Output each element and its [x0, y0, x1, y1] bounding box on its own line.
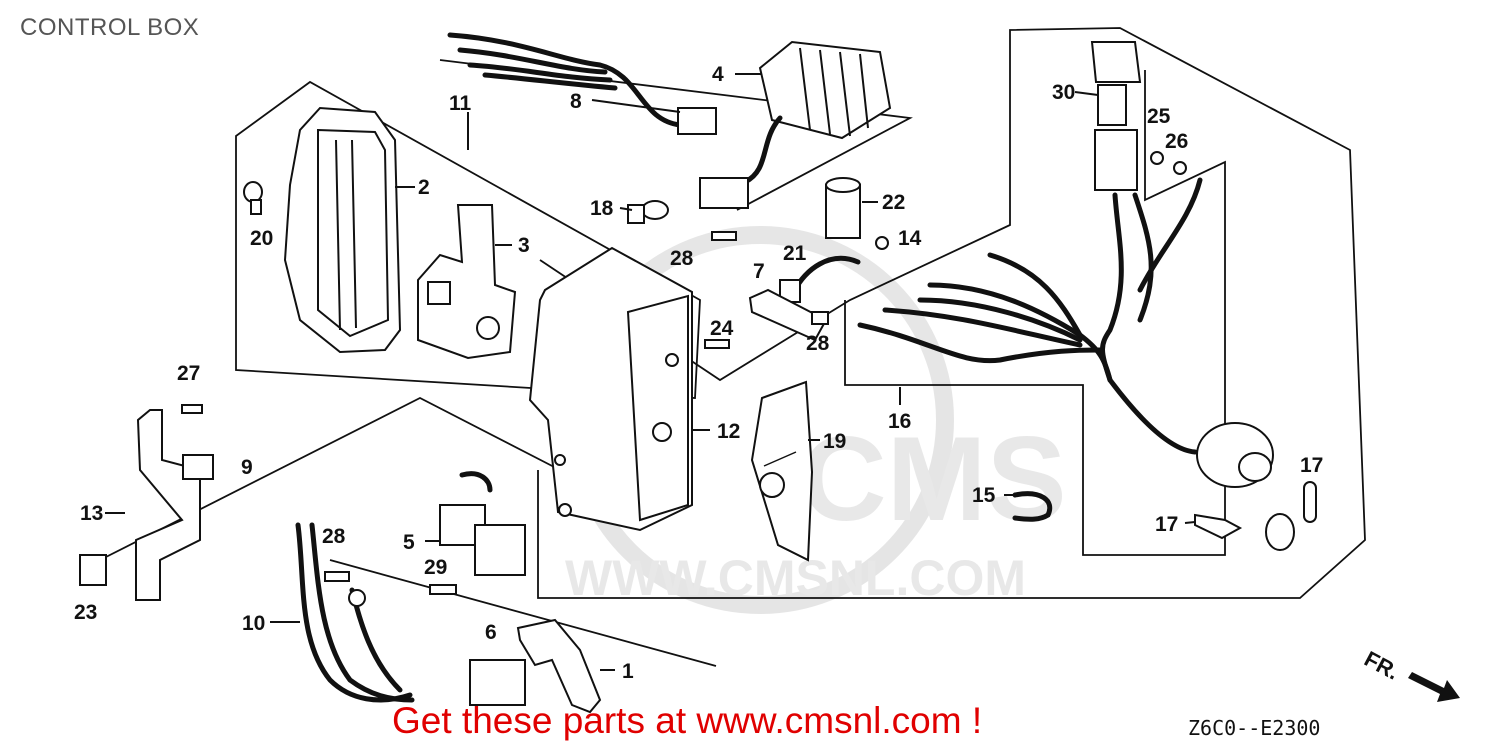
capacitor-22: [825, 177, 861, 239]
callout-9: 9: [241, 456, 253, 479]
diagram-reference-code: Z6C0--E2300: [1188, 716, 1321, 740]
callout-15: 15: [972, 484, 996, 507]
callout-5: 5: [403, 531, 415, 554]
callout-13: 13: [80, 502, 103, 525]
bracket-3: [417, 204, 517, 360]
callout-19: 19: [823, 430, 846, 453]
callout-22: 22: [882, 191, 905, 214]
callout-17a: 17: [1155, 513, 1178, 536]
callout-12: 12: [717, 420, 740, 443]
callout-28c: 28: [322, 525, 346, 548]
clip-18: [627, 200, 669, 224]
callout-21: 21: [783, 242, 807, 265]
callout-24: 24: [710, 317, 734, 340]
control-box-12: [528, 246, 693, 532]
callout-8: 8: [570, 90, 582, 113]
rectifier-5: [439, 471, 526, 576]
callout-23: 23: [74, 601, 97, 624]
screw-20: [243, 181, 263, 215]
callout-2: 2: [418, 176, 430, 199]
watermark-url: WWW.CMSNL.COM: [565, 550, 1026, 606]
callout-30: 30: [1052, 81, 1075, 104]
callout-18: 18: [590, 197, 614, 220]
callout-16: 16: [888, 410, 911, 433]
callout-29: 29: [424, 556, 447, 579]
callout-1: 1: [622, 660, 634, 683]
rectifier-6: [469, 659, 526, 706]
promo-link[interactable]: Get these parts at www.cmsnl.com !: [392, 700, 983, 741]
fasteners: [181, 151, 1187, 595]
callout-20: 20: [250, 227, 273, 250]
harness-10: [295, 522, 415, 703]
cover-part: [283, 106, 402, 354]
callout-27: 27: [177, 362, 200, 385]
callout-11: 11: [449, 92, 472, 115]
key-17: [1194, 481, 1317, 551]
callouts: 1 2 3 4 5 6 7 8 9 10 11 12 13 14 15 16 1…: [74, 63, 1323, 683]
callout-6: 6: [485, 621, 497, 644]
callout-10: 10: [242, 612, 265, 635]
callout-3: 3: [518, 234, 530, 257]
regulator-4: [758, 40, 892, 140]
bracket-1: [516, 618, 602, 714]
callout-14: 14: [898, 227, 922, 250]
callout-25: 25: [1147, 105, 1171, 128]
gasket-19: [750, 380, 814, 562]
page-title: CONTROL BOX: [20, 14, 200, 41]
callout-28a: 28: [670, 247, 694, 270]
harness-8: [447, 32, 783, 209]
callout-4: 4: [712, 63, 724, 86]
watermark-brand: CMS: [800, 412, 1067, 546]
callout-26: 26: [1165, 130, 1188, 153]
bracket-13: [79, 409, 214, 601]
front-direction-arrow: [1408, 672, 1460, 702]
clamp-15: [1012, 491, 1053, 522]
callout-7: 7: [753, 260, 765, 283]
harness-16: [857, 41, 1274, 488]
callout-28b: 28: [806, 332, 830, 355]
callout-17b: 17: [1300, 454, 1323, 477]
plate-7: [748, 288, 828, 342]
leader-lines: [105, 73, 1196, 671]
